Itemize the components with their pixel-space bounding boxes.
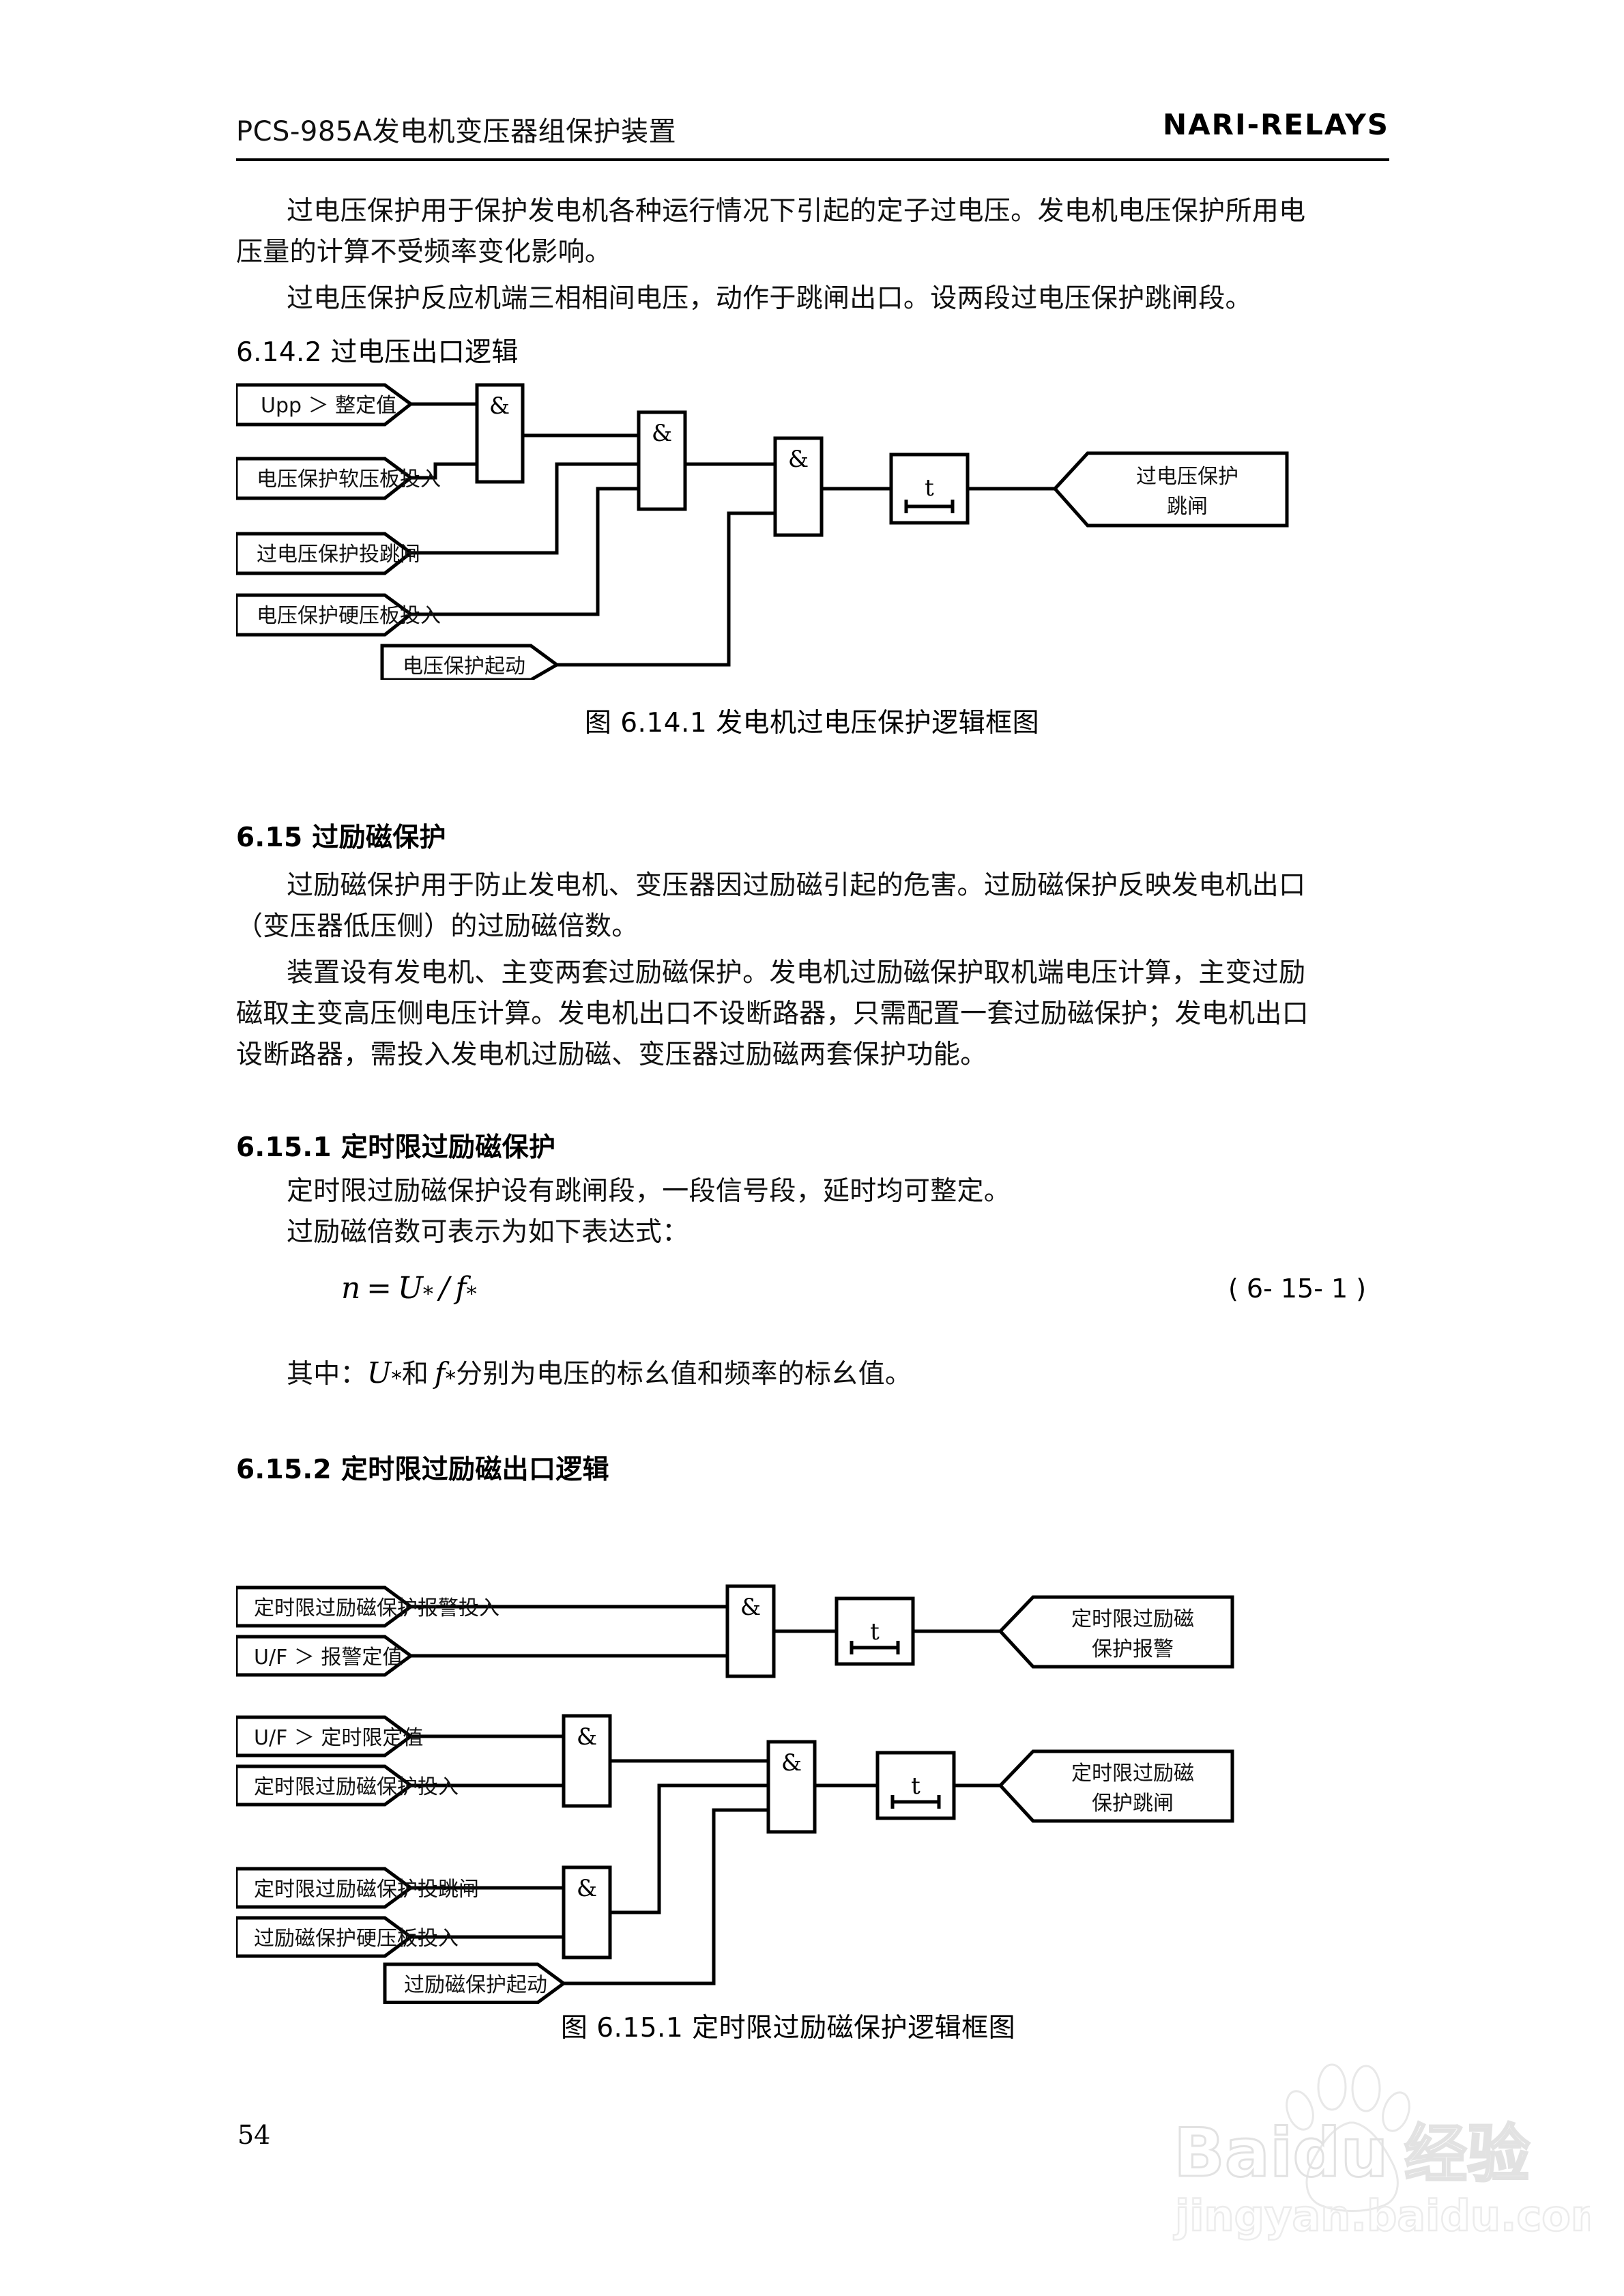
input-label-alarm-enable: 定时限过励磁保护报警投入 xyxy=(254,1596,499,1620)
heading-6-14-2: 6.14.2 过电压出口逻辑 xyxy=(236,337,519,368)
paragraph-5-line-1: 定时限过励磁保护设有跳闸段，一段信号段，延时均可整定。 xyxy=(287,1176,1011,1207)
input-flag-4 xyxy=(236,593,414,637)
paragraph-4-line-2: 磁取主变高压侧电压计算。发电机出口不设断路器，只需配置一套过励磁保护；发电机出口 xyxy=(236,999,1309,1029)
input-label-1: Upp ＞ 整定值 xyxy=(261,394,396,418)
formula-overexcitation-ratio: n = U* / f* xyxy=(341,1271,477,1306)
timer-alarm-symbol: t xyxy=(870,1618,880,1646)
and-gate-trip-c xyxy=(562,1865,612,1960)
paragraph-3-line-2: （变压器低压侧）的过励磁倍数。 xyxy=(236,911,639,942)
input-flag-hard-strap xyxy=(236,1916,414,1958)
paragraph-4-line-1: 装置设有发电机、主变两套过励磁保护。发电机过励磁保护取机端电压计算，主变过励 xyxy=(287,958,1306,988)
and-gate-2-symbol: & xyxy=(652,420,672,447)
output-flag-trip xyxy=(998,1749,1234,1823)
and-gate-1-symbol: & xyxy=(489,392,510,420)
input-label-trip-setting: U/F ＞ 定时限定值 xyxy=(254,1726,423,1750)
paragraph-3-line-1: 过励磁保护用于防止发电机、变压器因过励磁引起的危害。过励磁保护反映发电机出口 xyxy=(287,870,1306,901)
input-flag-1 xyxy=(236,383,414,427)
input-label-3: 过电压保护投跳闸 xyxy=(257,543,420,566)
formula-f: f xyxy=(455,1271,467,1306)
and-gate-trip-d xyxy=(766,1740,817,1834)
input-flag-2 xyxy=(236,457,414,500)
input-label-4: 电压保护硬压板投入 xyxy=(257,604,441,628)
watermark-baidu-jingyan: Baidu 经验 jingyan.baidu.com xyxy=(1153,2061,1590,2245)
formula-equals: = xyxy=(366,1271,392,1306)
paragraph-4-line-3: 设断路器，需投入发电机过励磁、变压器过励磁两套保护功能。 xyxy=(236,1039,987,1070)
input-label-5: 电压保护起动 xyxy=(403,655,525,678)
input-flag-trip-enable xyxy=(236,1764,414,1807)
output-label-alarm-line-1: 定时限过励磁 xyxy=(1071,1607,1194,1631)
input-flag-start xyxy=(383,1962,567,2004)
where-middle: 和 xyxy=(401,1359,429,1390)
page-number: 54 xyxy=(237,2120,271,2150)
input-flag-5 xyxy=(380,644,560,680)
header-brand: NARI-RELAYS xyxy=(1163,108,1389,141)
formula-f-subscript: * xyxy=(466,1282,477,1306)
paragraph-1-line-2: 压量的计算不受频率变化影响。 xyxy=(236,237,612,268)
watermark-url: jingyan.baidu.com xyxy=(1173,2191,1590,2241)
and-gate-3-symbol: & xyxy=(788,446,809,473)
baidu-paw-icon xyxy=(1286,2063,1410,2212)
input-label-hard-strap: 过励磁保护硬压板投入 xyxy=(254,1927,459,1951)
output-flag-alarm xyxy=(998,1595,1234,1669)
and-gate-2 xyxy=(637,410,687,511)
watermark-brand-cn: 经验 xyxy=(1404,2118,1530,2191)
paragraph-2-line-1: 过电压保护反应机端三相相间电压，动作于跳闸出口。设两段过电压保护跳闸段。 xyxy=(287,283,1252,314)
and-gate-alarm xyxy=(725,1584,776,1678)
input-flag-alarm-setting xyxy=(236,1635,414,1677)
and-gate-trip-b xyxy=(562,1714,612,1808)
and-gate-1 xyxy=(475,383,525,484)
header-document-title: PCS-985A发电机变压器组保护装置 xyxy=(236,116,677,147)
heading-6-15-2: 6.15.2 定时限过励磁出口逻辑 xyxy=(236,1454,609,1485)
header-divider xyxy=(236,158,1389,161)
and-gate-trip-b-symbol: & xyxy=(577,1723,597,1751)
input-label-trip-output-enable: 定时限过励磁保护投跳闸 xyxy=(254,1878,479,1902)
where-prefix: 其中： xyxy=(287,1359,367,1390)
heading-6-15-1: 6.15.1 定时限过励磁保护 xyxy=(236,1132,556,1163)
watermark-brand: Baidu xyxy=(1174,2114,1388,2192)
formula-u: U xyxy=(397,1271,423,1306)
paragraph-1-line-1: 过电压保护用于保护发电机各种运行情况下引起的定子过电压。发电机电压保护所用电 xyxy=(287,196,1306,227)
timer-trip-symbol: t xyxy=(911,1773,920,1800)
output-label-trip-line-2: 保护跳闸 xyxy=(1092,1792,1174,1816)
and-gate-trip-d-symbol: & xyxy=(781,1749,802,1777)
output-label-line-1: 过电压保护 xyxy=(1136,465,1238,489)
figure-6-15-1-logic-diagram: & t 定时限过励磁保护报警投入 U/F ＞ 报警定值 定时限过励磁 保护报警 xyxy=(236,1581,1396,2004)
input-flag-trip-output-enable xyxy=(236,1867,414,1909)
output-label-trip-line-1: 定时限过励磁 xyxy=(1071,1762,1194,1785)
timer-block-trip xyxy=(875,1751,956,1820)
input-label-trip-enable: 定时限过励磁保护投入 xyxy=(254,1775,459,1799)
and-gate-trip-c-symbol: & xyxy=(577,1875,597,1902)
output-flag-trip xyxy=(1052,451,1289,528)
and-gate-alarm-symbol: & xyxy=(740,1594,761,1621)
output-label-line-2: 跳闸 xyxy=(1167,495,1208,519)
input-flag-alarm-enable xyxy=(236,1585,414,1628)
and-gate-3 xyxy=(773,436,824,537)
where-suffix: 分别为电压的标幺值和频率的标幺值。 xyxy=(456,1359,912,1390)
figure-6-14-1-logic-diagram: & & & t Upp ＞ 整定值 电压保护软压板投入 过电压保护投跳闸 电压保… xyxy=(236,379,1396,680)
formula-slash: / xyxy=(439,1271,450,1306)
formula-u-subscript: * xyxy=(422,1282,433,1306)
heading-6-15: 6.15 过励磁保护 xyxy=(236,822,446,853)
output-label-alarm-line-2: 保护报警 xyxy=(1092,1637,1174,1661)
paragraph-6-where: 其中：U*和 f*分别为电压的标幺值和频率的标幺值。 xyxy=(287,1353,912,1400)
formula-n: n xyxy=(341,1271,361,1306)
input-label-alarm-setting: U/F ＞ 报警定值 xyxy=(254,1646,403,1669)
input-label-start: 过励磁保护起动 xyxy=(404,1973,547,1997)
page-header: PCS-985A发电机变压器组保护装置 NARI-RELAYS xyxy=(236,108,1389,162)
input-flag-3 xyxy=(236,532,414,575)
figure-6-15-1-caption: 图 6.15.1 定时限过励磁保护逻辑框图 xyxy=(560,2013,1016,2043)
where-symbol-u: U* xyxy=(366,1356,402,1391)
timer-block-alarm xyxy=(835,1596,915,1666)
equation-number: ( 6- 15- 1 ) xyxy=(1228,1274,1367,1304)
timer-1-symbol: t xyxy=(925,474,934,502)
figure-6-14-1-caption: 图 6.14.1 发电机过电压保护逻辑框图 xyxy=(584,708,1040,738)
input-flag-trip-setting xyxy=(236,1715,414,1757)
paragraph-5-line-2: 过励磁倍数可表示为如下表达式： xyxy=(287,1217,689,1248)
timer-block-1 xyxy=(889,453,970,525)
where-symbol-f: f* xyxy=(429,1356,456,1391)
input-label-2: 电压保护软压板投入 xyxy=(257,468,441,491)
